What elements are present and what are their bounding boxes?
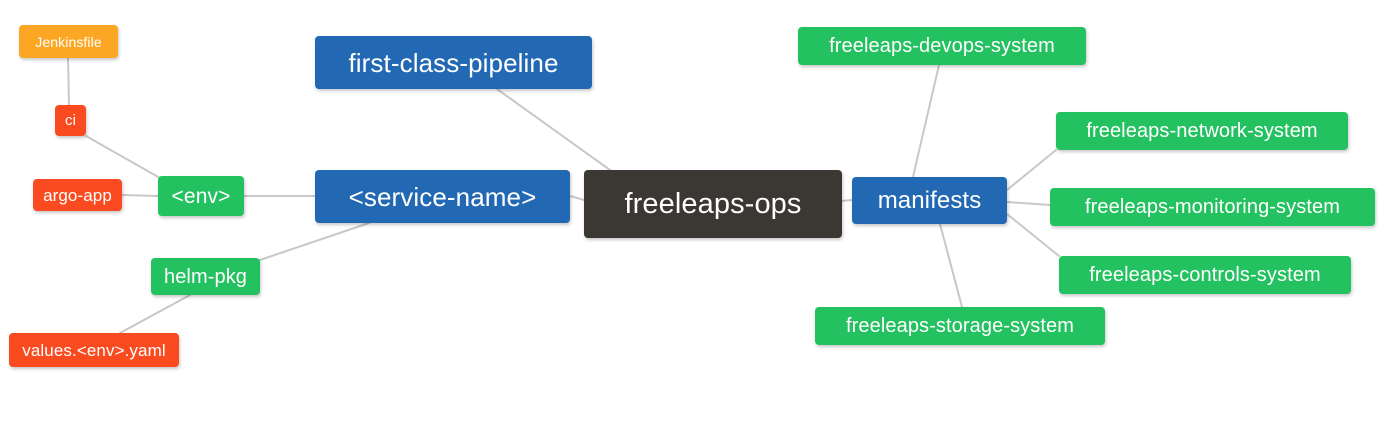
mindmap-node-helm-pkg[interactable]: helm-pkg xyxy=(151,258,260,295)
mindmap-node-ci[interactable]: ci xyxy=(55,105,86,136)
edge-helm-pkg-to-service-name xyxy=(259,222,370,261)
edge-jenkinsfile-to-ci xyxy=(67,57,70,106)
mindmap-node-freeleaps-devops-system[interactable]: freeleaps-devops-system xyxy=(798,27,1086,65)
mindmap-node-freeleaps-ops[interactable]: freeleaps-ops xyxy=(584,170,842,238)
mindmap-node-env[interactable]: <env> xyxy=(158,176,244,216)
edge-service-name-to-freeleaps-ops xyxy=(569,195,585,201)
edge-first-class-pipeline-to-freeleaps-ops xyxy=(496,88,611,171)
edge-ci-to-env xyxy=(85,135,161,179)
mindmap-node-freeleaps-network-system[interactable]: freeleaps-network-system xyxy=(1056,112,1348,150)
mindmap-node-service-name[interactable]: <service-name> xyxy=(315,170,570,223)
edge-values-env-yaml-to-helm-pkg xyxy=(119,294,191,334)
mindmap-node-argo-app[interactable]: argo-app xyxy=(33,179,122,211)
mindmap-node-jenkinsfile[interactable]: Jenkinsfile xyxy=(19,25,118,58)
edge-freeleaps-ops-to-manifests xyxy=(841,199,853,202)
edge-argo-app-to-env xyxy=(121,194,159,197)
mindmap-node-first-class-pipeline[interactable]: first-class-pipeline xyxy=(315,36,592,89)
mindmap-node-freeleaps-controls-system[interactable]: freeleaps-controls-system xyxy=(1059,256,1351,294)
mindmap-node-manifests[interactable]: manifests xyxy=(852,177,1007,224)
edge-manifests-to-freeleaps-devops-system xyxy=(912,64,940,178)
edge-manifests-to-freeleaps-network-system xyxy=(1006,149,1057,191)
edge-manifests-to-freeleaps-storage-system xyxy=(939,223,963,308)
mindmap-node-freeleaps-monitoring-system[interactable]: freeleaps-monitoring-system xyxy=(1050,188,1375,226)
mindmap-node-values-env-yaml[interactable]: values.<env>.yaml xyxy=(9,333,179,367)
mindmap-node-freeleaps-storage-system[interactable]: freeleaps-storage-system xyxy=(815,307,1105,345)
edge-manifests-to-freeleaps-monitoring-system xyxy=(1006,201,1051,206)
